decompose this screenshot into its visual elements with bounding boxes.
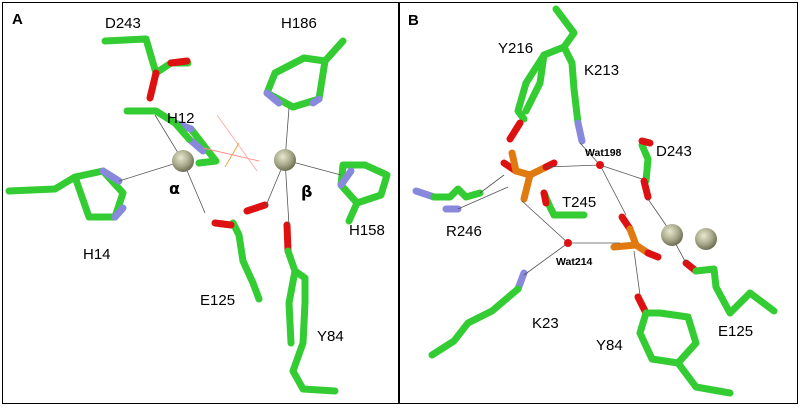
residue-k213 <box>560 43 586 145</box>
residue-e125 <box>211 201 269 303</box>
residue-e125-b <box>682 259 778 317</box>
label-wat198: Wat198 <box>585 147 622 159</box>
panel-b-letter: B <box>408 12 419 29</box>
residue-h14 <box>5 167 127 221</box>
label-wat214: Wat214 <box>556 256 593 268</box>
coordination-bonds-a <box>118 107 342 226</box>
label-beta: β <box>301 182 312 201</box>
water-214 <box>564 239 572 247</box>
residue-t245 <box>540 189 588 219</box>
label-alpha: α <box>169 179 180 198</box>
residue-k23 <box>428 269 528 359</box>
residue-y216 <box>506 5 578 143</box>
residue-h186 <box>263 37 347 111</box>
label-y216: Y216 <box>498 40 533 57</box>
residue-y84-b <box>634 293 734 397</box>
water-198 <box>596 161 604 169</box>
label-h14: H14 <box>83 246 111 263</box>
label-r246: R246 <box>446 223 482 240</box>
phosphate-2 <box>610 213 662 261</box>
phosphate-1 <box>500 149 558 203</box>
residue-d243 <box>101 35 192 102</box>
label-d243: D243 <box>105 15 141 32</box>
panel-a-letter: A <box>12 11 23 28</box>
panel-a-structure: A <box>5 11 391 395</box>
label-e125-b: E125 <box>718 323 753 340</box>
label-e125: E125 <box>200 292 235 309</box>
label-y84: Y84 <box>317 328 344 345</box>
label-k213: K213 <box>584 62 619 79</box>
label-h12: H12 <box>167 110 195 127</box>
residue-h12 <box>123 107 220 167</box>
label-d243-b: D243 <box>656 143 692 160</box>
metal-ion-beta <box>274 149 296 171</box>
label-h158: H158 <box>349 222 385 239</box>
label-k23: K23 <box>532 315 559 332</box>
residue-r246 <box>412 185 484 213</box>
residue-d243-b <box>638 137 654 201</box>
panel-b-structure: B <box>408 5 778 397</box>
panel-b: B <box>399 2 798 404</box>
label-y84-b: Y84 <box>596 337 623 354</box>
metal-ion-2 <box>695 228 717 250</box>
residue-h158 <box>337 161 391 225</box>
residue-y84 <box>283 221 339 395</box>
label-t245: T245 <box>562 194 596 211</box>
hydrogen-bonds-b <box>457 142 687 296</box>
panel-a: A <box>2 2 399 404</box>
metal-ion-1 <box>661 224 683 246</box>
metal-ion-alpha <box>172 150 194 172</box>
label-h186: H186 <box>281 15 317 32</box>
